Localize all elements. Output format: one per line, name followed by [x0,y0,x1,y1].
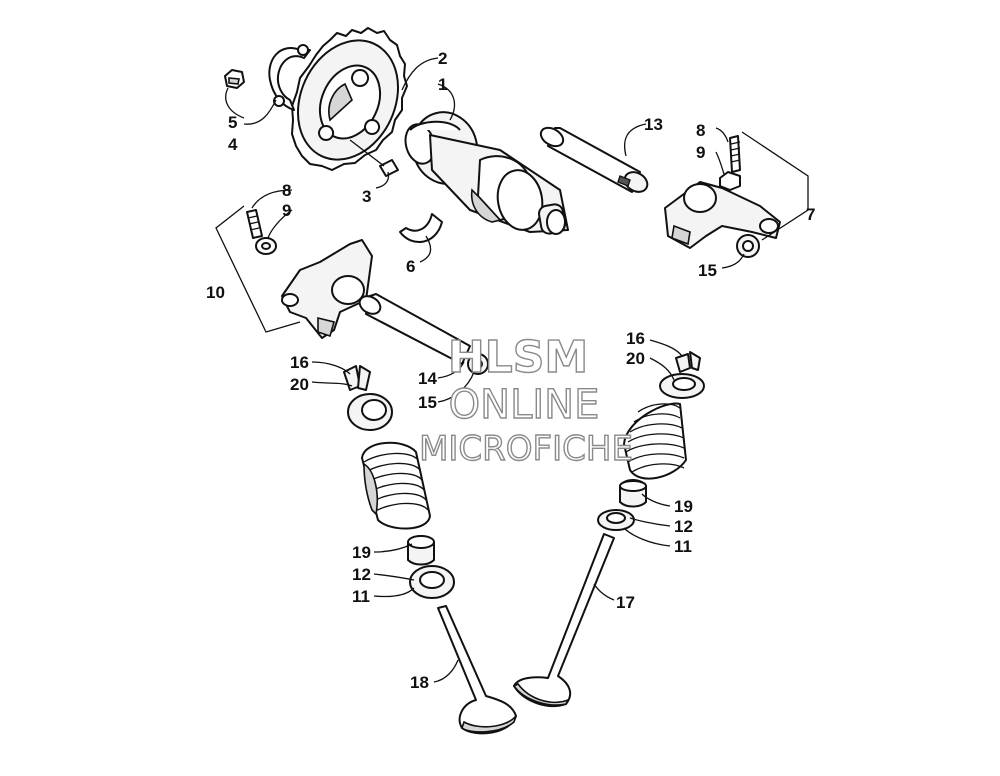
callout-12-left: 12 [352,565,371,584]
rocker-shaft-lower [358,293,489,375]
spring-retainer-right [659,373,705,399]
callout-16-left: 16 [290,353,309,372]
circlip [268,44,311,111]
callout-3: 3 [362,187,371,206]
lock-nut-left [255,237,277,255]
valve-18 [437,605,517,735]
callout-10: 10 [206,283,225,302]
rocker-arm-left [281,239,373,339]
watermark-line3: MICROFICHE [419,429,633,469]
callout-14: 14 [418,369,437,388]
valve-spring-right [623,402,687,480]
adjust-screw-right [729,135,741,173]
lock-nut-right [719,171,741,191]
rocker-arm-right [664,181,781,249]
watermark-line1: HLSM [448,332,588,383]
callout-15-left: 15 [418,393,437,412]
callout-9-right: 9 [696,143,705,162]
callout-6: 6 [406,257,415,276]
callout-2: 2 [438,49,447,68]
valve-keepers-left [343,365,371,391]
callout-4: 4 [228,135,238,154]
callout-1: 1 [438,75,447,94]
callout-8-right: 8 [696,121,705,140]
callout-12-right: 12 [674,517,693,536]
callout-20-left: 20 [290,375,309,394]
leader-lines [225,57,745,683]
valve-spring-left [361,441,431,530]
callout-17: 17 [616,593,635,612]
callout-19-right: 19 [674,497,693,516]
washer-15-right [736,234,760,258]
callout-13: 13 [644,115,663,134]
cam-gear [291,27,408,171]
callout-9-left: 9 [282,201,291,220]
callout-20-right: 20 [626,349,645,368]
callout-8-left: 8 [282,181,291,200]
bracket-7 [741,131,809,241]
callout-15-right: 15 [698,261,717,280]
callout-7: 7 [806,205,815,224]
callout-5: 5 [228,113,237,132]
callouts: 2 1 3 4 5 6 7 8 9 8 9 10 13 14 15 15 16 … [206,49,815,692]
dowel-pin [349,139,399,177]
callout-18: 18 [410,673,429,692]
valve-seal-left [407,535,435,566]
spring-seat-right [597,509,635,531]
callout-11-right: 11 [674,537,692,556]
spring-seat-left [409,565,455,599]
valve-17 [512,533,615,707]
camshaft [404,111,569,235]
callout-19-left: 19 [352,543,371,562]
watermark: HLSM ONLINE MICROFICHE [418,331,633,469]
rocker-shaft-upper [539,126,649,193]
adjust-screw-left [246,209,263,239]
bolt-small [224,69,245,89]
valve-seal-right [619,479,647,508]
spring-retainer-left [347,393,393,431]
bracket-10 [215,205,301,333]
callout-11-left: 11 [352,587,370,606]
watermark-line2: ONLINE [449,382,600,428]
callout-16-right: 16 [626,329,645,348]
thrust-washer [399,213,443,243]
valve-keepers-right [675,351,701,373]
